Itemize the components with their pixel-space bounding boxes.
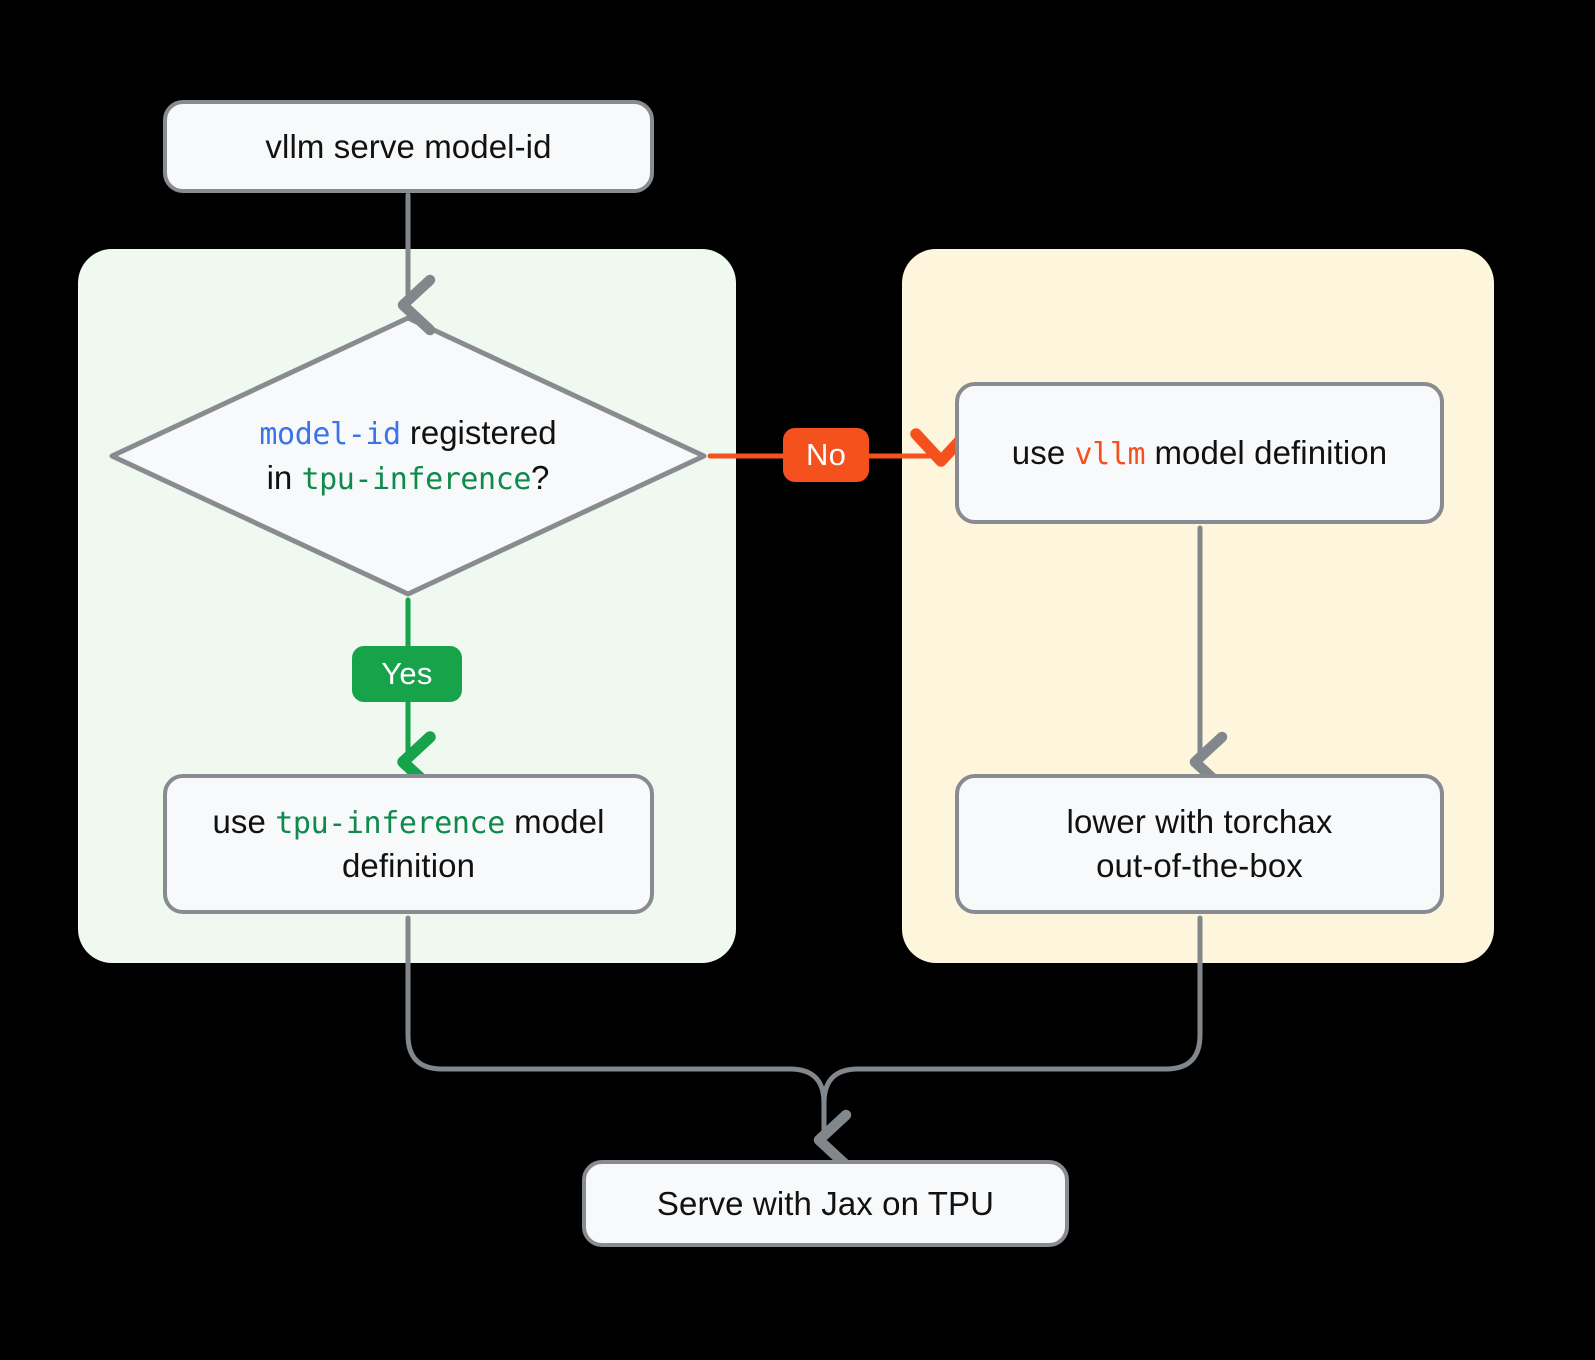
decision-text-qmark: ? <box>531 459 550 496</box>
decision-text-registered: registered <box>400 414 557 452</box>
edge-label-no-text: No <box>805 437 847 472</box>
node-lower-with-torchax[interactable]: lower with torchax out-of-the-box <box>955 774 1444 914</box>
tpu-def-suffix: model definition <box>341 803 605 885</box>
decision-code-model-id: model-id <box>259 417 401 453</box>
vllm-def-prefix: use <box>1011 434 1075 472</box>
edge-label-yes-text: Yes <box>381 656 433 691</box>
vllm-def-suffix: model definition <box>1145 434 1388 472</box>
tpu-def-code: tpu-inference <box>275 806 505 842</box>
edge-label-no: No <box>783 428 869 482</box>
decision-text-in: in <box>266 459 302 496</box>
node-serve-label: Serve with Jax on TPU <box>656 1184 995 1222</box>
node-use-tpu-inference-model-definition[interactable]: use tpu-inference model definition <box>163 774 654 914</box>
vllm-def-code: vllm <box>1074 437 1146 473</box>
decision-code-tpu-inference: tpu-inference <box>301 462 532 497</box>
edge-label-yes: Yes <box>352 646 462 702</box>
tpu-def-prefix: use <box>212 803 276 841</box>
node-start-command[interactable]: vllm serve model-id <box>163 100 654 193</box>
node-decision-model-registered[interactable]: model-id registered in tpu-inference? <box>110 317 706 595</box>
torchax-line1: lower with torchax <box>1066 803 1333 841</box>
decision-label: model-id registered in tpu-inference? <box>110 317 706 595</box>
node-use-vllm-model-definition[interactable]: use vllm model definition <box>955 382 1444 524</box>
node-start-label: vllm serve model-id <box>265 127 552 165</box>
node-serve-with-jax-on-tpu[interactable]: Serve with Jax on TPU <box>582 1160 1069 1247</box>
torchax-line2: out-of-the-box <box>1096 847 1303 884</box>
